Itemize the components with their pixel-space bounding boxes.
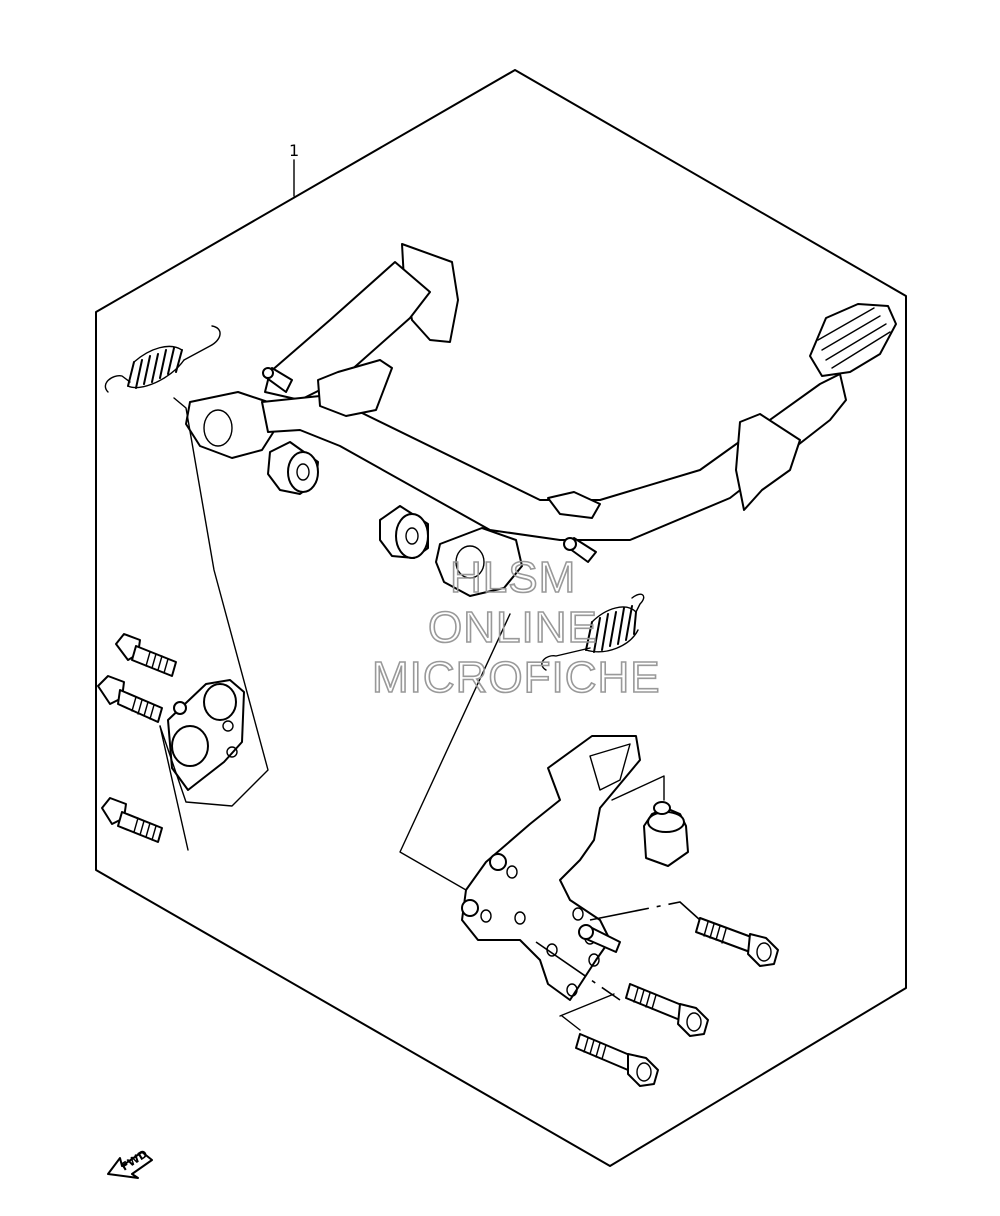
spring-left (104, 325, 221, 393)
fwd-arrow-icon: FWD (107, 1147, 153, 1179)
center-stand-frame (185, 243, 897, 597)
watermark-line-3: MICROFICHE (372, 653, 661, 702)
spring-right (541, 593, 645, 671)
bracket-right (461, 735, 641, 1001)
assembly-guide-lines (159, 397, 701, 1031)
bolt-right-3 (575, 1033, 659, 1087)
bolt-left-3 (101, 797, 163, 843)
pin-right (563, 537, 597, 563)
bushing-left (267, 441, 319, 495)
watermark: HLSM ONLINE MICROFICHE (371, 552, 661, 703)
bolt-right-1 (695, 917, 779, 967)
pin-left (262, 367, 293, 393)
callout-number-1: 1 (289, 141, 299, 160)
pin-bracket (578, 924, 621, 953)
bolt-left-2 (97, 675, 163, 723)
bolt-right-2 (625, 983, 709, 1037)
watermark-line-2: ONLINE (428, 603, 598, 652)
bracket-left (167, 679, 245, 791)
kit-boundary (95, 69, 907, 1167)
bushing-right (379, 505, 429, 559)
watermark-line-1: HLSM (450, 553, 576, 602)
bolt-left-1 (115, 633, 177, 677)
rubber-stopper (643, 801, 689, 867)
